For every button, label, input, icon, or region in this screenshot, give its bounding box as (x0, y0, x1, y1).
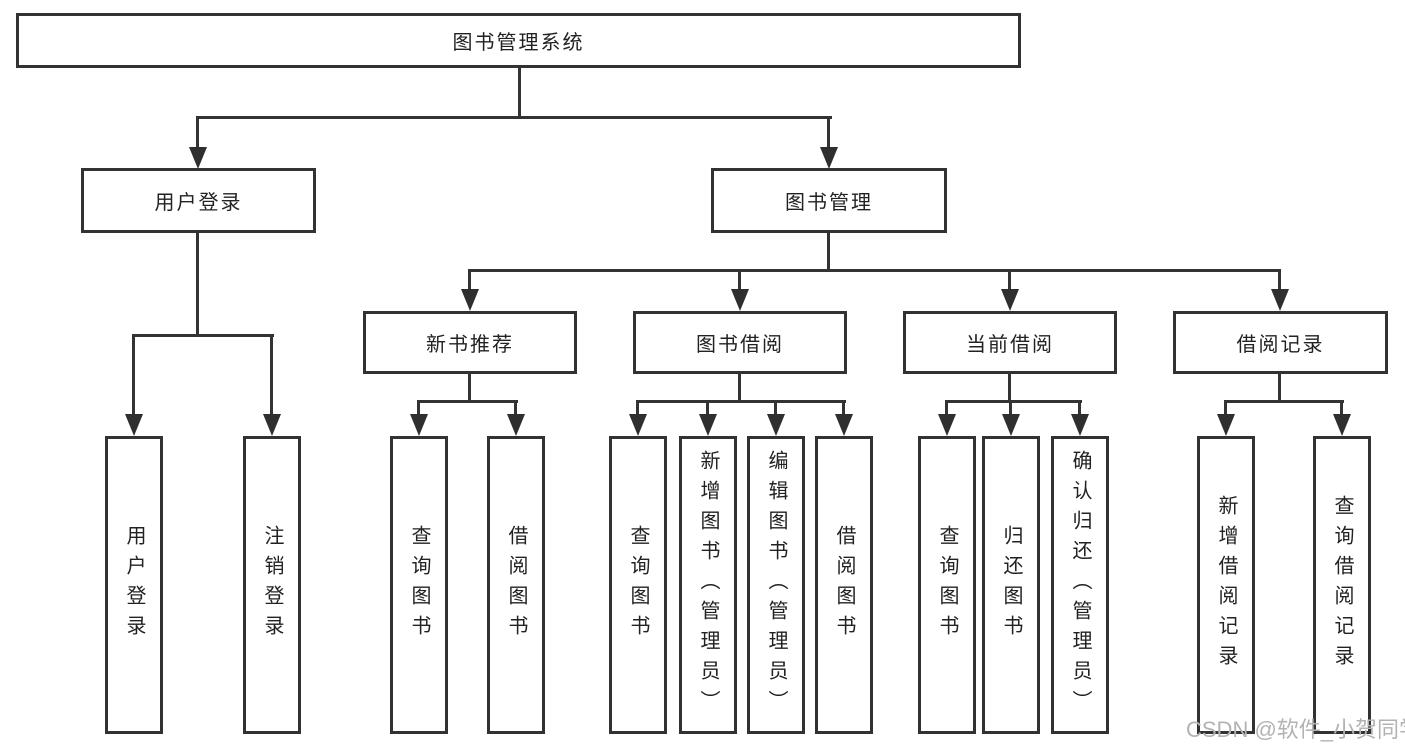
connector-vline (842, 400, 845, 416)
connector-vline (1008, 372, 1011, 403)
node-label: 当前借阅 (966, 334, 1054, 356)
leaf-label: 用户登录 (123, 525, 145, 645)
node-book-borrowing: 图书借阅 (633, 311, 847, 374)
arrowhead-down-icon (699, 414, 717, 436)
arrowhead-down-icon (507, 414, 525, 436)
leaf-query-books-recommend: 查询图书 (390, 436, 448, 734)
leaf-borrow-books-recommend: 借阅图书 (487, 436, 545, 734)
arrowhead-down-icon (125, 414, 143, 436)
connector-vline (468, 372, 471, 403)
node-current-borrowing: 当前借阅 (903, 311, 1117, 374)
leaf-label: 注销登录 (261, 525, 283, 645)
connector-vline (132, 334, 135, 416)
leaf-return-book: 归还图书 (982, 436, 1040, 734)
connector-vline (514, 400, 517, 416)
connector-vline (1078, 400, 1081, 416)
leaf-label: 查询借阅记录 (1331, 495, 1353, 675)
arrowhead-down-icon (1333, 414, 1351, 436)
arrowhead-down-icon (1271, 289, 1289, 311)
leaf-add-book-admin: 新增图书（管理员） (679, 436, 737, 734)
leaf-label: 归还图书 (1000, 525, 1022, 645)
leaf-label: 编辑图书（管理员） (765, 450, 787, 720)
connector-vline (827, 231, 830, 272)
connector-vline (636, 400, 639, 416)
leaf-label: 新增借阅记录 (1215, 495, 1237, 675)
connector-vline (1008, 269, 1011, 291)
leaf-user-login: 用户登录 (105, 436, 163, 734)
arrowhead-down-icon (1001, 289, 1019, 311)
connector-vline (468, 269, 471, 291)
node-label: 新书推荐 (426, 334, 514, 356)
arrowhead-down-icon (263, 414, 281, 436)
connector-vline (1340, 400, 1343, 416)
node-root: 图书管理系统 (16, 13, 1021, 68)
arrowhead-down-icon (410, 414, 428, 436)
leaf-edit-book-admin: 编辑图书（管理员） (747, 436, 805, 734)
connector-vline (1224, 400, 1227, 416)
arrowhead-down-icon (461, 289, 479, 311)
leaf-label: 查询图书 (936, 525, 958, 645)
node-label: 借阅记录 (1236, 334, 1325, 356)
arrowhead-down-icon (731, 289, 749, 311)
leaf-confirm-return-admin: 确认归还（管理员） (1051, 436, 1109, 734)
connector-vline (196, 231, 199, 337)
connector-vline (1009, 400, 1012, 416)
arrowhead-down-icon (1071, 414, 1089, 436)
arrowhead-down-icon (1002, 414, 1020, 436)
leaf-query-books-borrowing: 查询图书 (609, 436, 667, 734)
leaf-label: 借阅图书 (505, 525, 527, 645)
connector-hline (417, 400, 518, 403)
connector-hline (945, 400, 1082, 403)
leaf-label: 查询图书 (408, 525, 430, 645)
connector-hline (636, 400, 846, 403)
node-label: 图书管理 (785, 192, 873, 214)
leaf-label: 查询图书 (627, 525, 649, 645)
leaf-query-books-current: 查询图书 (918, 436, 976, 734)
leaf-borrow-books-borrowing: 借阅图书 (815, 436, 873, 734)
connector-vline (774, 400, 777, 416)
leaf-logout: 注销登录 (243, 436, 301, 734)
arrowhead-down-icon (938, 414, 956, 436)
connector-vline (1278, 372, 1281, 403)
connector-vline (738, 269, 741, 291)
node-root-label: 图书管理系统 (452, 32, 585, 54)
arrowhead-down-icon (820, 147, 838, 169)
connector-hline (132, 334, 274, 337)
arrowhead-down-icon (1217, 414, 1235, 436)
node-new-book-recommendation: 新书推荐 (363, 311, 577, 374)
leaf-add-borrow-record: 新增借阅记录 (1197, 436, 1255, 734)
connector-vline (827, 116, 830, 148)
node-user-login: 用户登录 (81, 168, 316, 233)
connector-hline (196, 116, 832, 119)
node-borrowing-records: 借阅记录 (1173, 311, 1388, 374)
connector-vline (706, 400, 709, 416)
leaf-label: 借阅图书 (833, 525, 855, 645)
arrowhead-down-icon (767, 414, 785, 436)
connector-vline (1278, 269, 1281, 291)
arrowhead-down-icon (629, 414, 647, 436)
arrowhead-down-icon (189, 147, 207, 169)
connector-hline (468, 269, 1281, 272)
csdn-watermark: CSDN @软件_小贺同学 (1186, 717, 1405, 742)
leaf-query-borrow-record: 查询借阅记录 (1313, 436, 1371, 734)
connector-vline (270, 334, 273, 416)
connector-vline (518, 66, 521, 118)
connector-vline (196, 116, 199, 148)
connector-vline (945, 400, 948, 416)
node-label: 用户登录 (154, 192, 243, 214)
connector-vline (738, 372, 741, 403)
node-book-management: 图书管理 (711, 168, 947, 233)
arrowhead-down-icon (835, 414, 853, 436)
leaf-label: 确认归还（管理员） (1069, 450, 1091, 720)
connector-vline (417, 400, 420, 416)
node-label: 图书借阅 (696, 334, 784, 356)
connector-hline (1224, 400, 1344, 403)
leaf-label: 新增图书（管理员） (697, 450, 719, 720)
